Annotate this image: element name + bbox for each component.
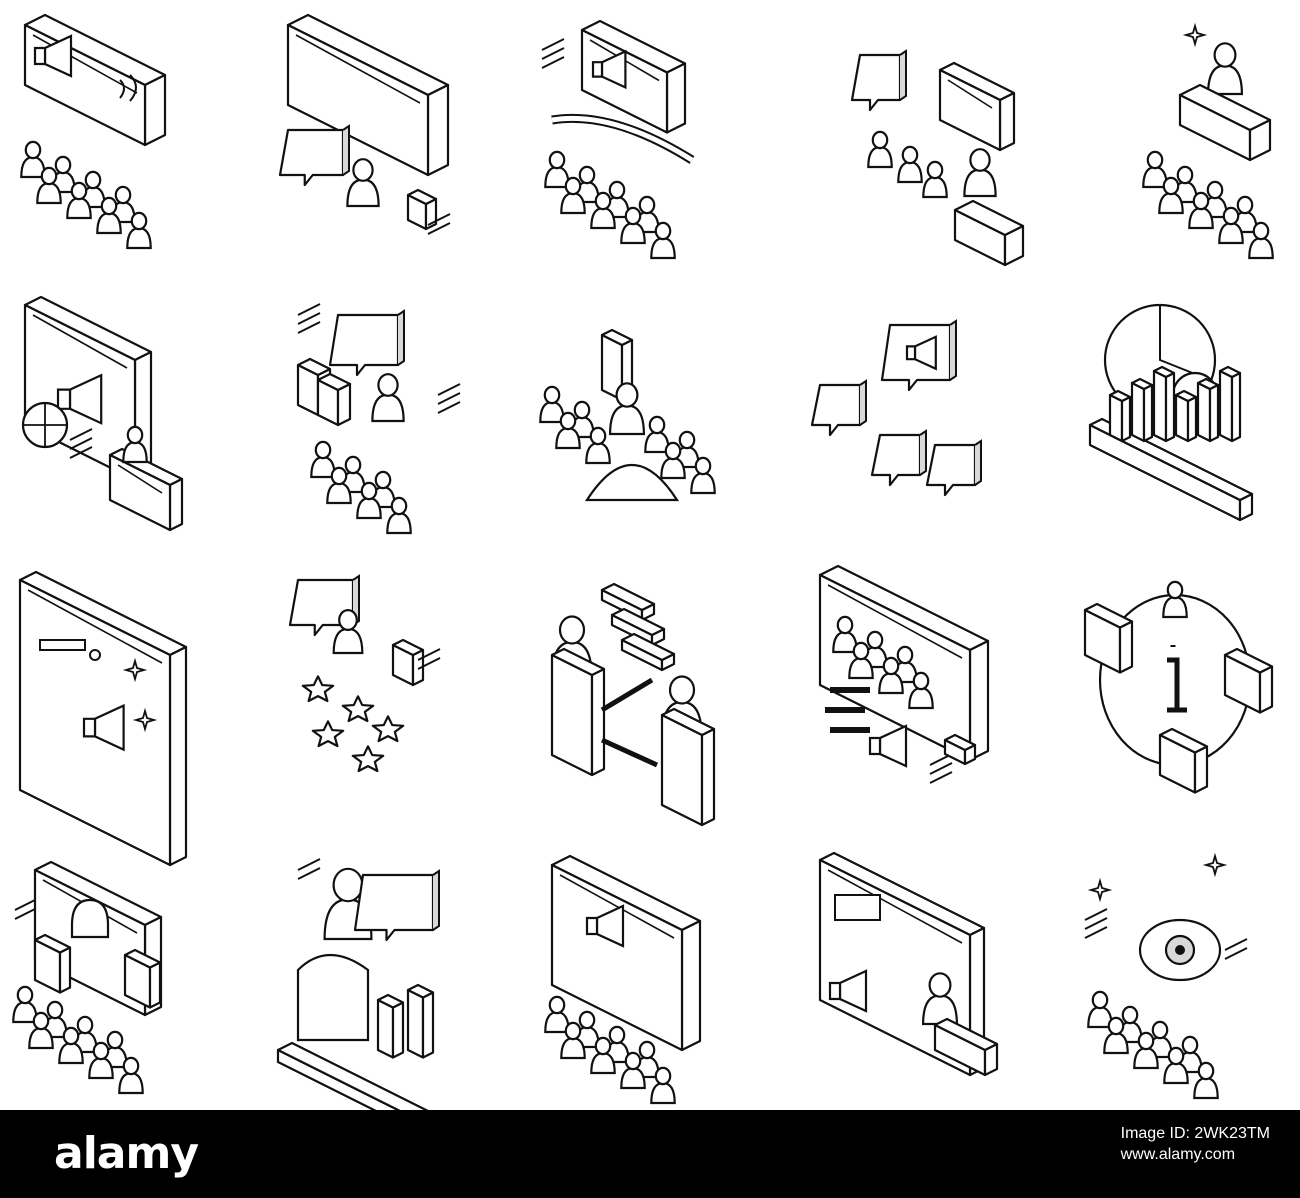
image-meta: Image ID: 2WK23TM www.alamy.com <box>1121 1124 1270 1166</box>
site-url: www.alamy.com <box>1120 1146 1236 1163</box>
bell-notification-audience-icon <box>5 840 215 1100</box>
press-conference-microphones-icon <box>800 0 1010 260</box>
image-id-label: Image ID: 2WK23TM <box>1120 1125 1270 1142</box>
speaker-microphone-broadcast-icon-graphic <box>268 840 478 1100</box>
speaker-microphone-broadcast-icon <box>268 840 478 1100</box>
speech-person-star-rating-icon <box>268 550 478 810</box>
chat-bubbles-megaphone-icon <box>800 275 1010 535</box>
chat-bubbles-megaphone-icon-graphic <box>800 275 1010 535</box>
analytics-chart-magnifier-icon-graphic <box>1075 275 1285 535</box>
eye-vision-audience-icon-graphic <box>1075 840 1285 1100</box>
audience-screen-megaphone-icon <box>800 550 1010 810</box>
megaphone-screen-audience-icon-graphic <box>5 0 215 260</box>
info-circle-support-icon <box>1075 550 1285 810</box>
audience-screen-megaphone-icon-graphic <box>800 550 1010 810</box>
info-circle-support-icon-graphic <box>1075 550 1285 810</box>
speech-bubble-people-crowd-icon <box>268 275 478 535</box>
megaphone-banner-crowd-icon <box>532 0 742 260</box>
presentation-board-speaker-icon <box>268 0 478 260</box>
presenter-whiteboard-icon <box>800 840 1010 1100</box>
browser-window-megaphone-sparkles-icon <box>5 550 215 810</box>
browser-window-megaphone-sparkles-icon-graphic <box>5 550 215 810</box>
presenter-whiteboard-icon-graphic <box>800 840 1010 1100</box>
folder-megaphone-crowd-icon <box>532 840 742 1100</box>
speech-person-star-rating-icon-graphic <box>268 550 478 810</box>
megaphone-ad-browser-globe-icon-graphic <box>5 275 215 535</box>
networking-exchange-people-icon <box>532 550 742 810</box>
podium-speaker-crowd-icon-graphic <box>1075 0 1285 260</box>
networking-exchange-people-icon-graphic <box>532 550 742 810</box>
speech-bubble-people-crowd-icon-graphic <box>268 275 478 535</box>
megaphone-ad-browser-globe-icon <box>5 275 215 535</box>
watermark-footer: alamy Image ID: 2WK23TM www.alamy.com <box>0 1110 1300 1198</box>
alamy-logo: alamy <box>54 1128 199 1179</box>
folder-megaphone-crowd-icon-graphic <box>532 840 742 1100</box>
megaphone-screen-audience-icon <box>5 0 215 260</box>
icon-sheet <box>5 0 1285 1110</box>
megaphone-banner-crowd-icon-graphic <box>532 0 742 260</box>
spotlight-person-on-stage-icon <box>532 275 742 535</box>
podium-speaker-crowd-icon <box>1075 0 1285 260</box>
eye-vision-audience-icon <box>1075 840 1285 1100</box>
bell-notification-audience-icon-graphic <box>5 840 215 1100</box>
analytics-chart-magnifier-icon <box>1075 275 1285 535</box>
press-conference-microphones-icon-graphic <box>800 0 1010 260</box>
spotlight-person-on-stage-icon-graphic <box>532 275 742 535</box>
presentation-board-speaker-icon-graphic <box>268 0 478 260</box>
